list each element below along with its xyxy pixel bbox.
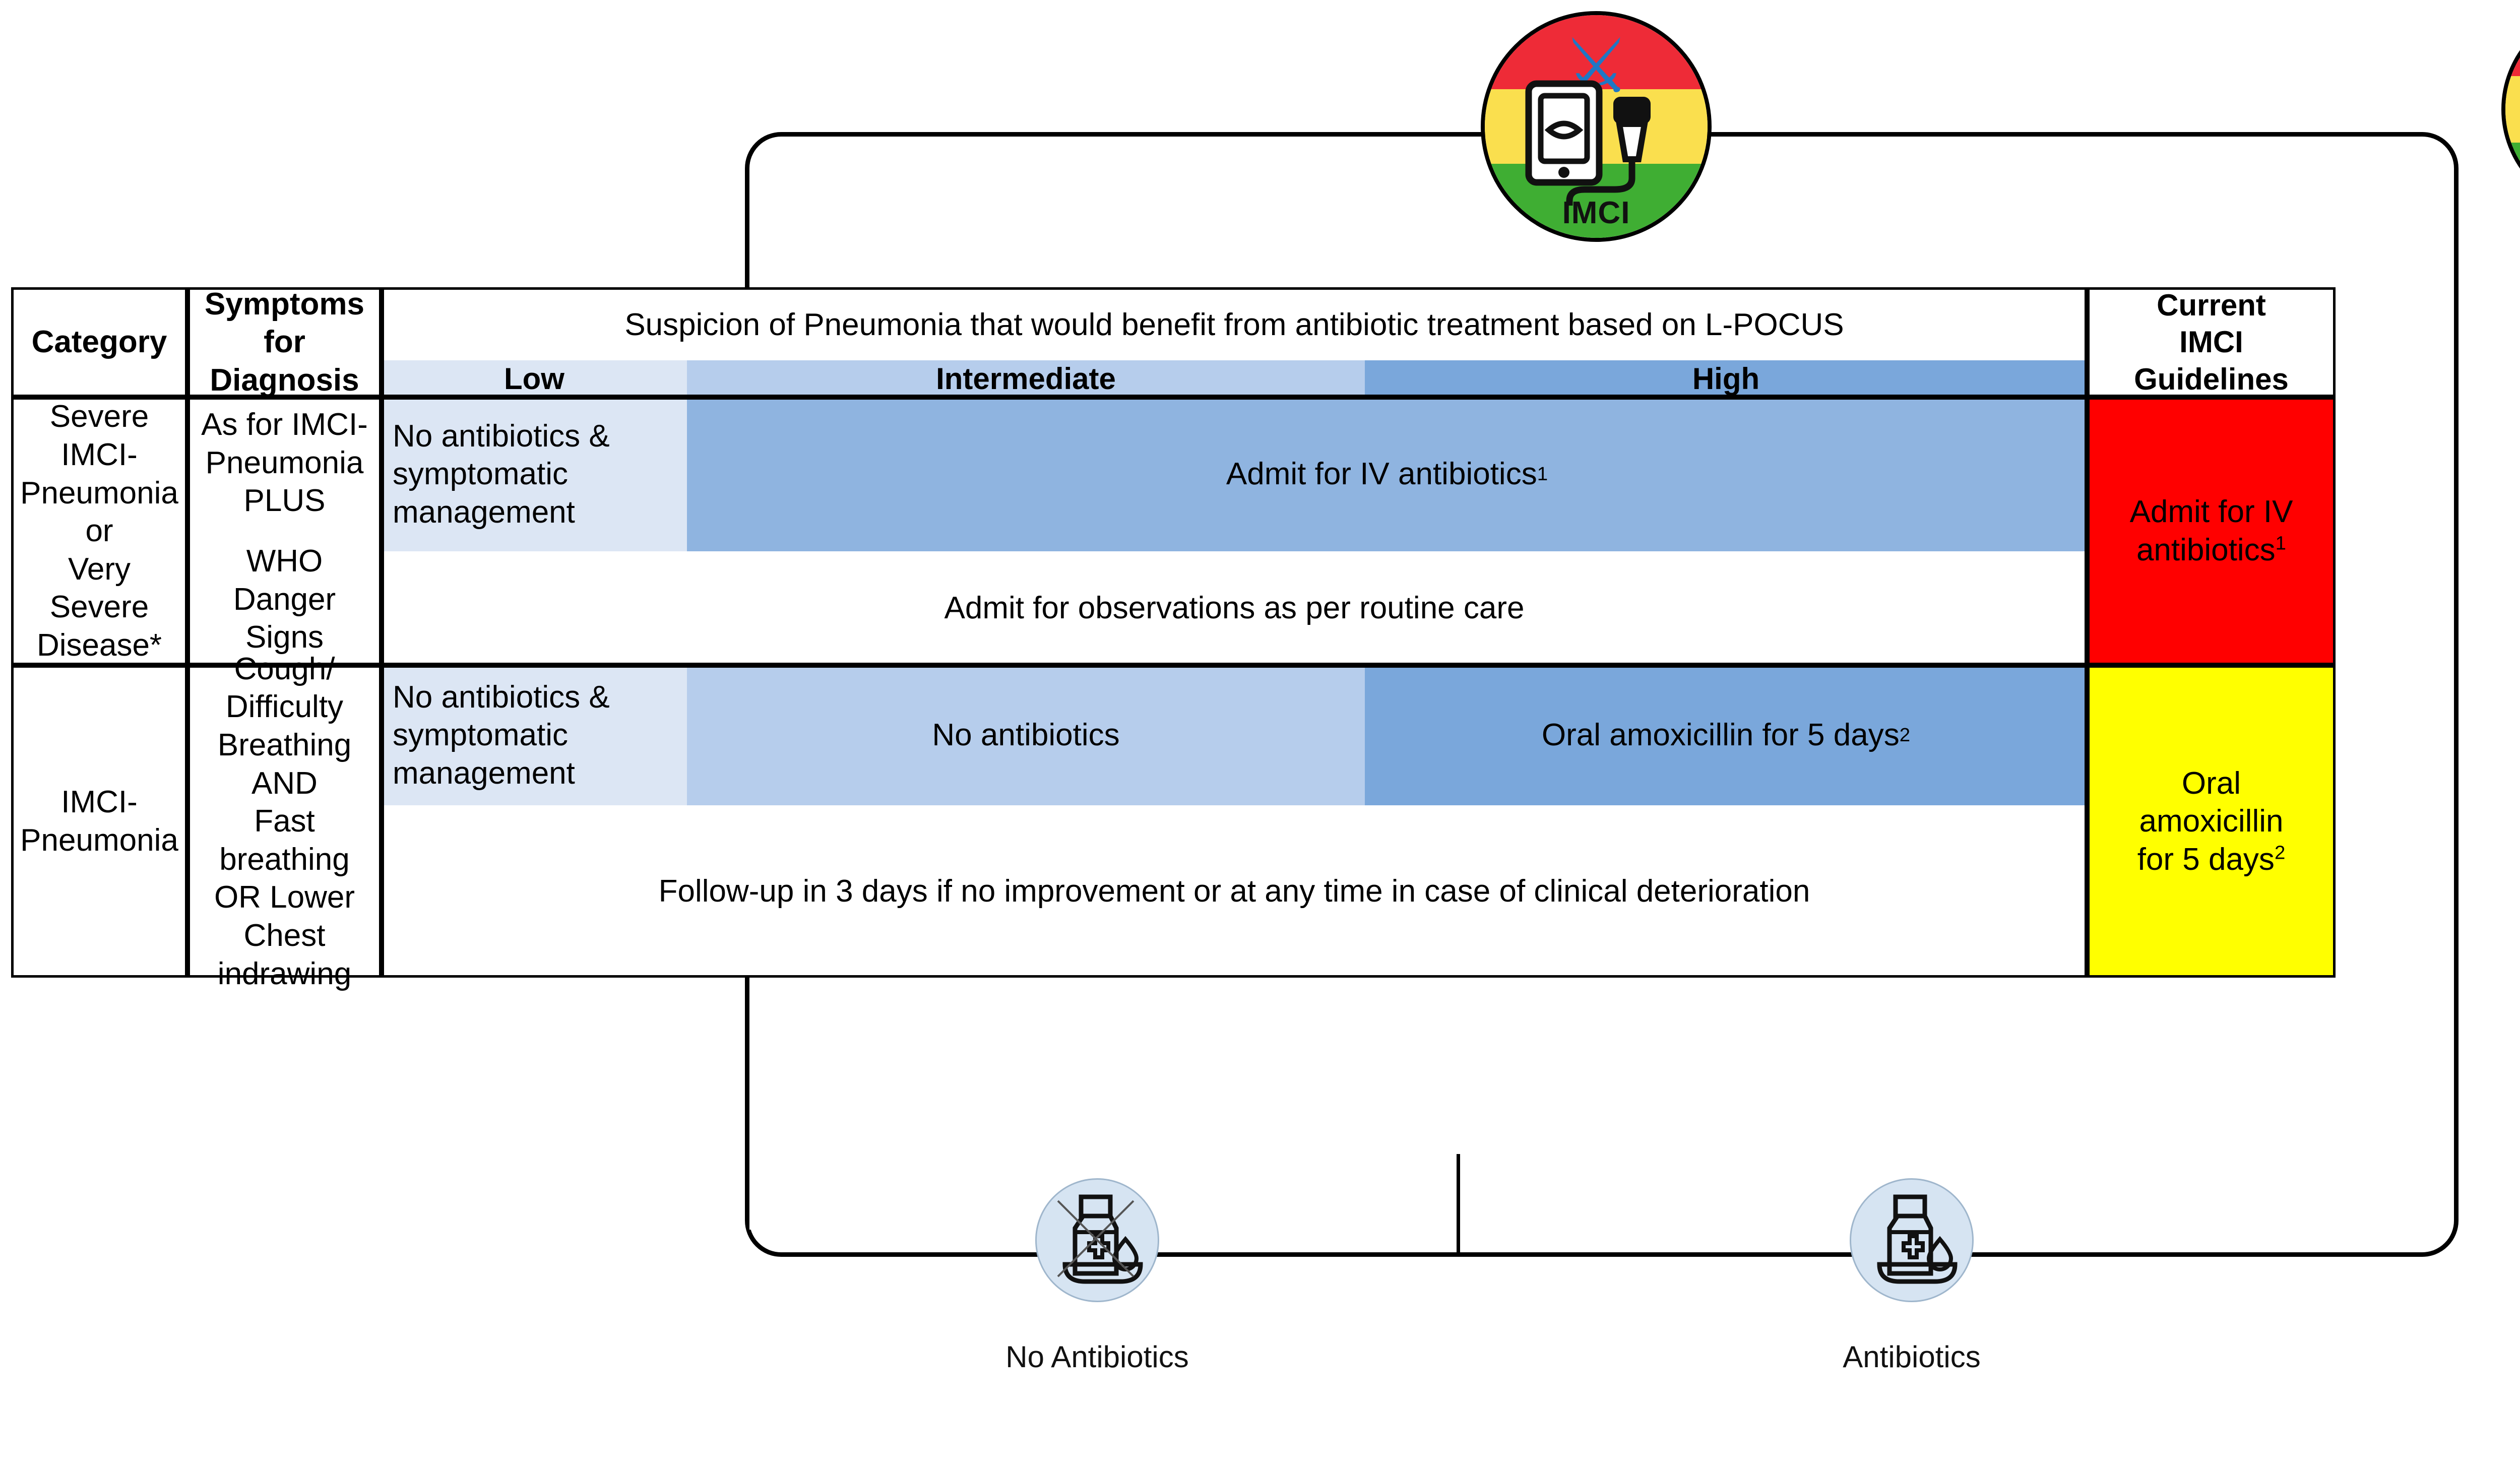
- badge-label: IMCI: [1562, 196, 1630, 230]
- row2-symptoms-connector: AND: [251, 765, 318, 801]
- legend-no-antibiotics: No Antibiotics: [991, 1178, 1203, 1374]
- header-symptoms: Symptoms for Diagnosis: [187, 286, 382, 398]
- badge-band-yellow: [2505, 76, 2520, 143]
- legend-antibiotics: Antibiotics: [1806, 1178, 2018, 1374]
- tablet-ultrasound-probe-icon: [1525, 80, 1651, 206]
- row2-low-treatment: No antibiotics & symptomatic management: [382, 665, 687, 805]
- legend-antibiotics-label: Antibiotics: [1843, 1340, 1981, 1374]
- row2-high-text: Oral amoxicillin for 5 days: [1541, 718, 1900, 753]
- risk-level-intermediate: Intermediate: [687, 360, 1365, 397]
- badge-band-green: [2505, 142, 2520, 209]
- lpocus-imci-badge: ⚔ IMCI: [1481, 11, 1712, 242]
- header-lpocus-banner: Suspicion of Pneumonia that would benefi…: [382, 287, 2087, 360]
- header-current-guidelines: Current IMCI Guidelines: [2087, 287, 2336, 397]
- row1-current-footnote: 1: [2275, 532, 2287, 554]
- medicine-bottle-icon: [1850, 1178, 1974, 1302]
- row1-current-guideline: Admit for IV antibiotics1: [2087, 397, 2336, 665]
- row1-footer-note: Admit for observations as per routine ca…: [382, 551, 2087, 665]
- row2-category: IMCI- Pneumonia: [11, 665, 187, 978]
- row1-treatment-text: Admit for IV antibiotics: [1226, 457, 1537, 492]
- header-symptoms-line2: Diagnosis: [210, 362, 359, 398]
- frame-mask-left-gap: [749, 1209, 1284, 1230]
- frame-leg-center: [1457, 1154, 1460, 1255]
- row1-symptoms: As for IMCI- Pneumonia PLUS WHO Danger S…: [187, 397, 382, 665]
- row1-category: Severe IMCI- Pneumonia or Very Severe Di…: [11, 397, 187, 665]
- header-symptoms-line1: Symptoms for: [205, 286, 364, 360]
- row1-low-treatment: No antibiotics & symptomatic management: [382, 397, 687, 551]
- row2-intermediate-treatment: No antibiotics: [687, 665, 1365, 805]
- header-category: Category: [11, 287, 187, 397]
- badge-band-red: [2505, 10, 2520, 77]
- badge-band-red: [1485, 15, 1708, 90]
- row2-footer-note: Follow-up in 3 days if no improvement or…: [382, 805, 2087, 978]
- row2-current-footnote: 2: [2274, 842, 2286, 864]
- risk-level-high: High: [1365, 360, 2087, 397]
- row2-symptoms: Cough/ Difficulty Breathing AND Fast bre…: [187, 652, 382, 991]
- medicine-bottle-crossed-out-icon: [1035, 1178, 1159, 1302]
- legend-no-antibiotics-label: No Antibiotics: [1005, 1340, 1189, 1374]
- row2-treatment-outline: [382, 665, 2087, 978]
- row2-current-guideline: Oral amoxicillin for 5 days2: [2087, 665, 2336, 978]
- row1-treatment-outline: [382, 397, 2087, 665]
- treatment-table: Category Symptoms for Diagnosis Suspicio…: [11, 287, 2520, 1152]
- risk-level-low: Low: [382, 360, 687, 397]
- imci-badge: ⚔ IMCI: [2501, 6, 2520, 213]
